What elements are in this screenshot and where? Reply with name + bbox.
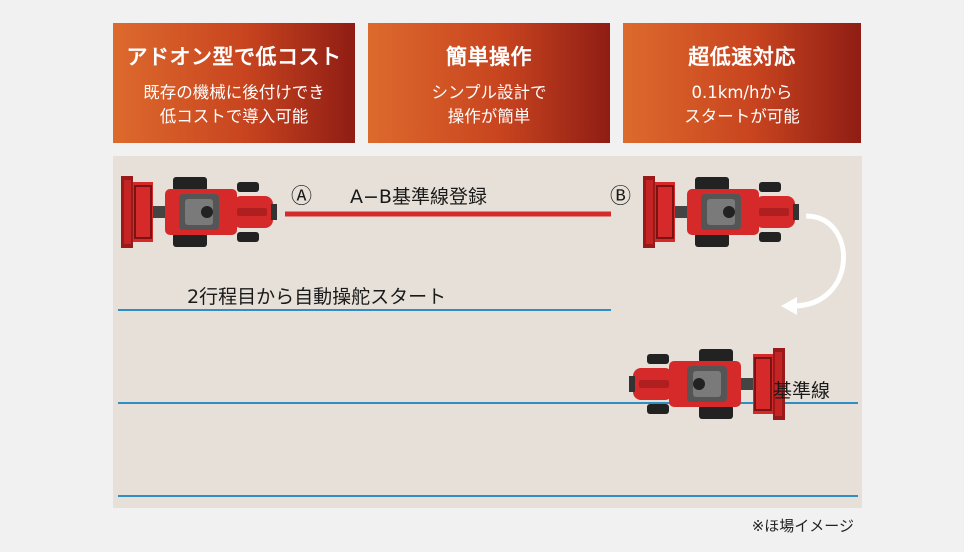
second-pass-label: 2行程目から自動操舵スタート <box>187 286 447 308</box>
feature-description: 0.1km/hから スタートが可能 <box>684 83 800 126</box>
feature-title: 超低速対応 <box>688 45 796 69</box>
u-turn-arrow-icon <box>792 213 846 309</box>
footnote: ※ほ場イメージ <box>751 517 854 535</box>
feature-card-low-cost: アドオン型で低コスト 既存の機械に後付けでき 低コストで導入可能 <box>113 23 355 143</box>
feature-title: アドオン型で低コスト <box>126 45 342 69</box>
tractor-icon <box>120 175 278 249</box>
feature-card-ultra-low-speed: 超低速対応 0.1km/hから スタートが可能 <box>623 23 861 143</box>
tractor-icon <box>642 175 800 249</box>
reference-line-label: 基準線 <box>773 380 831 402</box>
feature-description: 既存の機械に後付けでき 低コストで導入可能 <box>143 83 325 126</box>
feature-card-easy-operation: 簡単操作 シンプル設計で 操作が簡単 <box>368 23 610 143</box>
field-lines-svg <box>118 175 858 497</box>
field-diagram: Ⓐ A−B基準線登録 Ⓑ 2行程目から自動操舵スタート 基準線 <box>113 156 862 508</box>
feature-description: シンプル設計で 操作が簡単 <box>431 83 547 126</box>
point-a-marker: Ⓐ <box>291 184 312 208</box>
feature-title: 簡単操作 <box>446 45 532 69</box>
tractor-icon <box>628 347 786 421</box>
ab-line-label: A−B基準線登録 <box>350 186 487 208</box>
point-b-marker: Ⓑ <box>610 184 631 208</box>
